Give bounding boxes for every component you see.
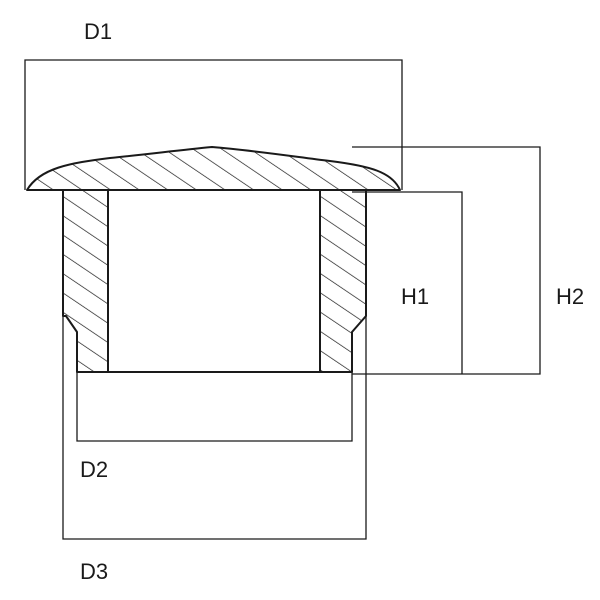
inner-cavity-outline — [107, 190, 321, 373]
d1-dimension-box — [24, 59, 403, 190]
d2-label: D2 — [80, 457, 108, 482]
d2-dimension-box — [76, 372, 353, 442]
d3-dimension-box — [62, 192, 367, 540]
h1-dimension-box — [352, 191, 463, 374]
cap-head-section — [26, 146, 401, 191]
h1-label: H1 — [401, 284, 429, 309]
right-wall-section — [319, 189, 367, 373]
d3-label: D3 — [80, 559, 108, 584]
h2-label: H2 — [556, 284, 584, 309]
left-wall-section — [62, 189, 109, 373]
d1-label: D1 — [84, 19, 112, 44]
h2-dimension-box — [352, 146, 541, 375]
